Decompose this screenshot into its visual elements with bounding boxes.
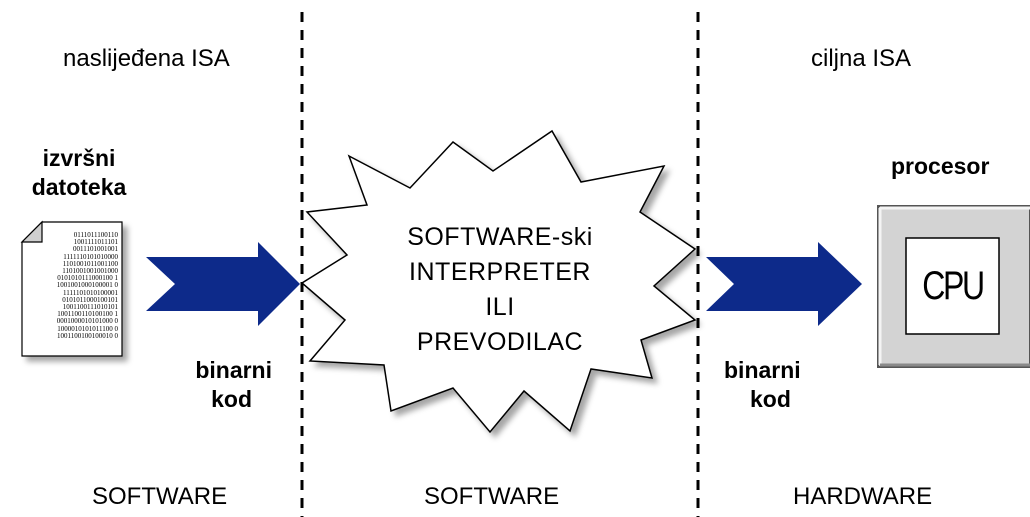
binary-line: 1111101010100001 <box>63 288 118 297</box>
binary-line: 0101011000100101 <box>62 295 118 304</box>
interpreter-line4: PREVODILAC <box>416 328 584 356</box>
binary-line: 1000010101011100 0 <box>57 324 118 333</box>
right-binary-code-line1: binarni <box>724 357 801 383</box>
binary-line: 1001100111010101 <box>62 303 118 312</box>
binary-line: 1001100100100010 0 <box>57 331 118 340</box>
interpreter-burst <box>300 129 697 434</box>
software-label-middle: SOFTWARE <box>424 483 560 510</box>
hardware-label: HARDWARE <box>793 483 933 510</box>
right-binary-code-line2: kod <box>750 386 791 412</box>
binary-line: 1101001001001000 <box>62 267 118 276</box>
processor-box <box>877 205 1030 368</box>
binary-line: 1001111011101 <box>73 238 118 247</box>
left-binary-code-line1: binarni <box>195 357 272 383</box>
left-arrow <box>146 242 300 326</box>
executable-title: izvršni datoteka <box>4 144 154 202</box>
software-label-left: SOFTWARE <box>92 483 228 510</box>
binary-line: 0111011100110 <box>73 231 118 239</box>
interpreter-line3: ILI <box>485 293 515 321</box>
legacy-isa-label: naslijeđena ISA <box>63 45 230 72</box>
cpu-label: CPU <box>922 263 985 308</box>
binary-line: 1101001011001100 <box>62 259 118 268</box>
file-icon <box>20 220 123 357</box>
binary-line: 0001000010101000 0 <box>56 317 118 326</box>
interpreter-line2: INTERPRETER <box>409 258 591 286</box>
binary-line: 1001001000100001 0 <box>56 281 118 290</box>
target-isa-label: ciljna ISA <box>811 45 912 72</box>
interpreter-line1: SOFTWARE-ski <box>407 223 593 251</box>
binary-line: 0101010111000100 1 <box>57 274 118 283</box>
binary-line: 0011101001001 <box>73 245 118 254</box>
executable-title-line2: datoteka <box>31 174 127 200</box>
binary-line: 1111110101010000 <box>63 252 118 261</box>
executable-title-line1: izvršni <box>42 145 116 171</box>
processor-title: procesor <box>891 153 990 179</box>
left-binary-code-label: binarni kod <box>172 356 272 414</box>
binary-line: 1001100110100100 1 <box>57 310 118 319</box>
interpreter-text: SOFTWARE-ski INTERPRETER ILI PREVODILAC <box>360 220 640 360</box>
right-arrow <box>706 242 862 326</box>
left-binary-code-line2: kod <box>211 386 252 412</box>
right-binary-code-label: binarni kod <box>724 356 834 414</box>
